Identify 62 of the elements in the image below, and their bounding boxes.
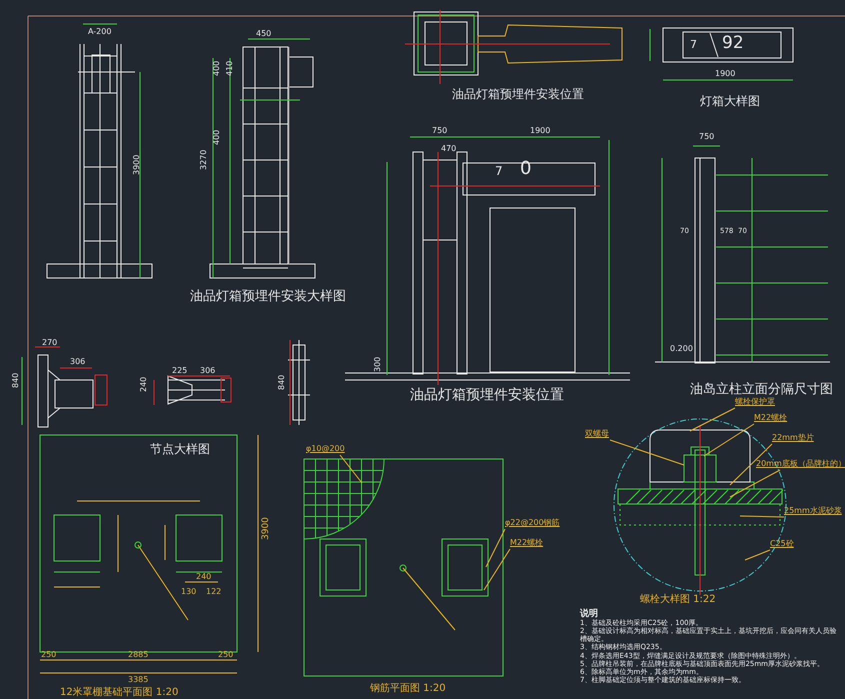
drawing-title: 油品灯箱预埋件安装位置 <box>452 88 584 100</box>
callout-label: φ10@200 <box>306 445 345 453</box>
dimension-label: 410 <box>226 60 234 76</box>
dimension-label: 450 <box>256 30 272 38</box>
dimension-label: 750 <box>432 127 448 135</box>
dimension-label: 400 <box>213 60 221 76</box>
leader-line <box>484 548 510 590</box>
dimension-label: 840 <box>12 372 20 388</box>
dimension-label: 1900 <box>530 127 550 135</box>
dimension-label: 240 <box>140 376 148 392</box>
drawing-title: 螺栓大样图 1:22 <box>640 595 716 605</box>
dimension-label: 3900 <box>133 154 141 175</box>
dimension-label: 1900 <box>715 70 736 78</box>
callout-label: 20mm底板（品牌柱的） <box>756 460 845 468</box>
dimension-label: 250 <box>218 651 234 659</box>
callout-label: 25mm水泥砂浆 <box>784 507 842 515</box>
drawing-title: 钢筋平面图 1:20 <box>370 684 446 694</box>
callout-label: 双螺母 <box>585 430 609 438</box>
notes-heading: 说明 <box>580 609 599 619</box>
dimension-label: 3270 <box>200 150 208 170</box>
leader-line <box>730 444 772 486</box>
drawing-title: 油品灯箱预埋件安装位置 <box>410 388 564 402</box>
drawing-title: 灯箱大样图 <box>700 95 760 107</box>
sign-number: 92 <box>722 35 744 52</box>
leader-line <box>340 454 362 484</box>
dimension-label: 270 <box>42 339 58 347</box>
drawing-title: 油品灯箱预埋件安装大样图 <box>190 290 346 303</box>
dimension-label: 750 <box>699 133 714 141</box>
dimension-label: 306 <box>70 358 86 366</box>
callout-label: 螺栓保护罩 <box>735 398 775 406</box>
drawing-title: 12米罩棚基础平面图 1:20 <box>60 688 178 698</box>
callout-label: M22螺栓 <box>754 414 788 422</box>
dimension-label: 840 <box>278 374 286 390</box>
elevation-label: 0.200 <box>670 345 693 353</box>
callout-label: C25砼 <box>770 540 794 548</box>
drawing-title: 节点大样图 <box>150 443 210 455</box>
leader-line <box>704 424 754 456</box>
sign-number: 7 <box>690 39 697 50</box>
dimension-label: 306 <box>200 367 216 375</box>
leader-line <box>690 408 736 432</box>
callout-label: 22mm垫片 <box>772 434 814 442</box>
leader-line <box>740 516 784 518</box>
dimension-label: 130 <box>181 588 196 596</box>
dimension-label: 250 <box>41 651 56 659</box>
sign-number: 7 <box>495 165 503 177</box>
dimension-label: 122 <box>206 588 222 596</box>
leader-line <box>744 550 770 560</box>
dimension-label: 240 <box>196 573 212 581</box>
leader-line <box>730 470 780 498</box>
drawing-title: 油岛立柱立面分隔尺寸图 <box>690 383 833 396</box>
callout-label: M22螺栓 <box>510 539 544 547</box>
leader-line <box>610 440 684 466</box>
dimension-label: 3385 <box>128 676 148 684</box>
dimension-label: 3900 <box>262 517 271 540</box>
callout-label: φ22@200钢筋 <box>505 519 560 527</box>
dimension-label: 300 <box>374 356 382 372</box>
dimension-label: 400 <box>213 130 221 145</box>
dimension-label: 470 <box>441 145 456 153</box>
leader-line <box>486 528 506 568</box>
dimension-label: 2885 <box>128 651 148 659</box>
dimension-label: A-200 <box>88 28 112 36</box>
dimension-label: 225 <box>172 367 188 375</box>
